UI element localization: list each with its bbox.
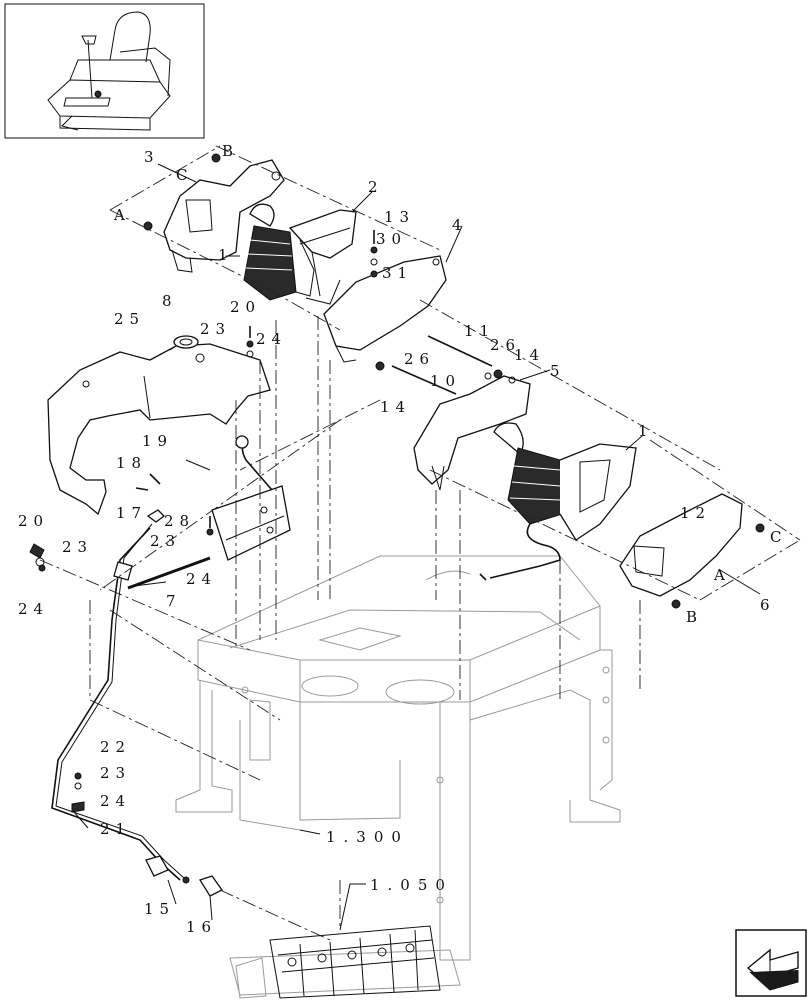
callout-C-right: C <box>770 528 787 546</box>
cab-seat-thumbnail-icon <box>4 3 205 139</box>
callout-1-top: 1 <box>218 246 234 264</box>
left-console-cover-lower <box>323 255 447 363</box>
callout-11: 11 <box>464 322 495 340</box>
callout-7: 7 <box>166 592 182 610</box>
screw-group-top <box>143 153 378 278</box>
long-bolts <box>375 335 503 395</box>
callout-22: 22 <box>100 738 131 756</box>
callout-8: 8 <box>162 292 178 310</box>
callout-23-low: 23 <box>100 764 131 782</box>
callout-26a: 26 <box>490 336 521 354</box>
callout-24-left: 24 <box>18 600 49 618</box>
leader-lines <box>73 163 761 931</box>
assembly-lines <box>39 145 801 941</box>
right-console-cover-upper <box>413 375 531 491</box>
left-console-cover-upper <box>163 159 285 273</box>
callout-5: 5 <box>550 362 566 380</box>
callout-20-top: 20 <box>230 298 261 316</box>
callout-A-right: A <box>713 566 731 584</box>
callout-C-top: C <box>176 166 193 184</box>
callout-31: 31 <box>382 264 413 282</box>
callout-25: 25 <box>114 310 145 328</box>
callout-2: 2 <box>368 178 384 196</box>
callout-26b: 26 <box>404 350 435 368</box>
right-joystick <box>479 422 637 581</box>
callout-A-top: A <box>113 206 131 224</box>
callout-12: 12 <box>680 504 711 522</box>
callout-4: 4 <box>452 216 468 234</box>
reference-1050: 1.050 <box>370 876 453 894</box>
pin-group <box>135 473 165 523</box>
callout-1-right: 1 <box>638 422 654 440</box>
callout-23-mid: 23 <box>150 532 181 550</box>
callout-30: 30 <box>376 230 407 248</box>
reference-1300: 1.300 <box>326 828 409 846</box>
callout-28: 28 <box>164 512 195 530</box>
previous-page-arrow-icon[interactable] <box>735 929 807 997</box>
callout-6: 6 <box>760 596 776 614</box>
callout-19: 19 <box>142 432 173 450</box>
callout-18: 18 <box>116 454 147 472</box>
callout-15: 15 <box>144 900 175 918</box>
callout-20-left: 20 <box>18 512 49 530</box>
lock-lever-bracket <box>127 435 291 590</box>
callout-13: 13 <box>384 208 415 226</box>
callout-14a: 14 <box>514 346 545 364</box>
control-cable <box>51 523 223 897</box>
callout-23-top: 23 <box>200 320 231 338</box>
control-valve <box>235 925 441 999</box>
callout-14b: 14 <box>380 398 411 416</box>
callout-10: 10 <box>430 372 461 390</box>
right-console-cover-lower <box>619 493 765 609</box>
callout-3: 3 <box>144 148 160 166</box>
callout-24-low: 24 <box>100 792 131 810</box>
callout-24-mid: 24 <box>186 570 217 588</box>
callout-B-top: B <box>222 142 239 160</box>
console-bracket <box>288 209 357 305</box>
left-joystick <box>243 203 315 301</box>
callout-16: 16 <box>186 918 217 936</box>
callout-21: 21 <box>100 820 131 838</box>
callout-23-left: 23 <box>62 538 93 556</box>
callout-labels: 3 B C A 2 13 30 4 31 1 20 8 25 23 24 11 … <box>18 142 787 936</box>
screw-group-mid <box>246 326 254 358</box>
bolt-group-left <box>29 543 46 572</box>
callout-24-top: 24 <box>256 330 287 348</box>
callout-B-right: B <box>686 608 703 626</box>
left-seat-side-cover <box>47 335 271 516</box>
callout-17: 17 <box>116 504 147 522</box>
